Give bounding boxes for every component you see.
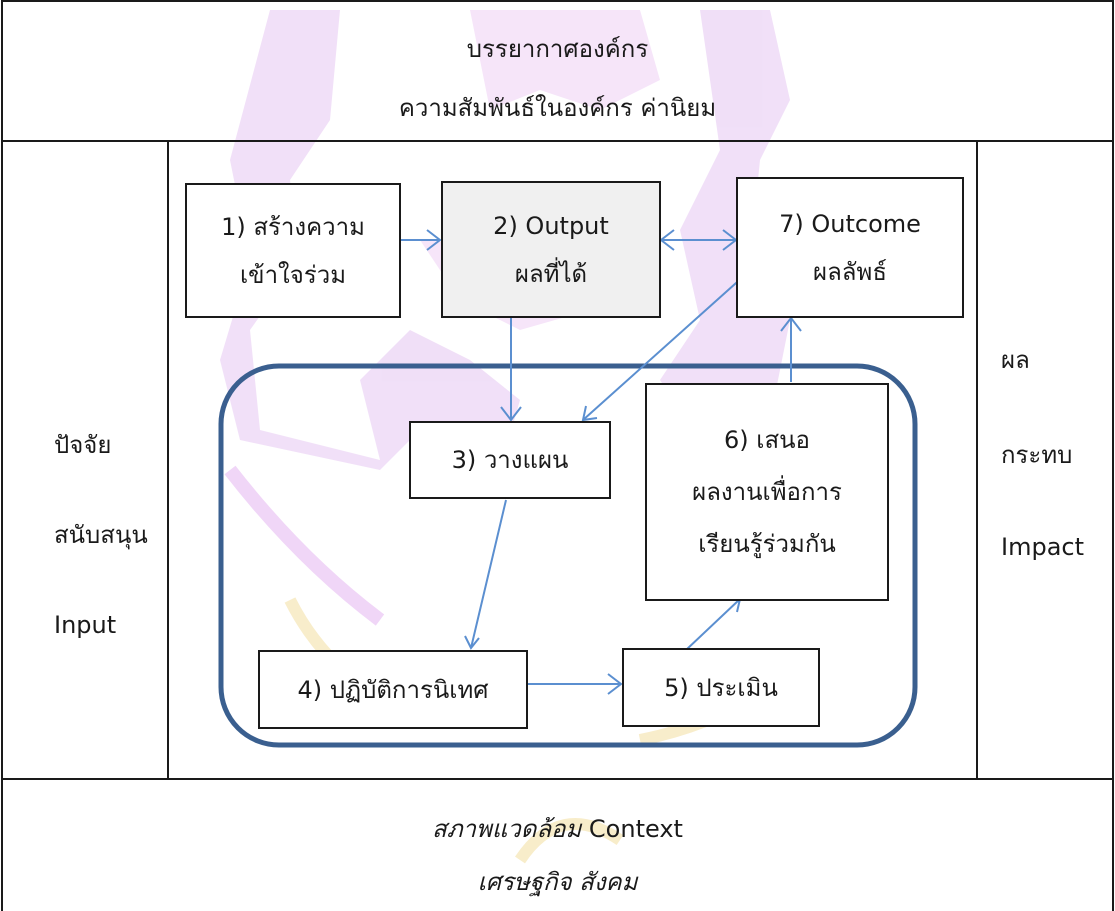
right-column-divider xyxy=(976,141,978,779)
left-label-2: สนับสนุน xyxy=(54,521,148,549)
step-6-label-1: 6) เสนอ xyxy=(724,426,810,454)
step-6-label-2: ผลงานเพื่อการ xyxy=(692,478,842,506)
step-7-box: 7) Outcome ผลลัพธ์ xyxy=(736,177,964,318)
left-label-1: ปัจจัย xyxy=(54,431,112,459)
left-column-divider xyxy=(167,141,169,779)
right-label-1: ผล xyxy=(1001,346,1030,374)
step-6-box: 6) เสนอ ผลงานเพื่อการ เรียนรู้ร่วมกัน xyxy=(645,383,889,601)
header-divider xyxy=(1,140,1114,142)
footer-divider xyxy=(1,778,1114,780)
right-label-3: Impact xyxy=(1001,533,1085,561)
step-1-label-1: 1) สร้างความ xyxy=(221,212,365,241)
step-4-label: 4) ปฏิบัติการนิเทศ xyxy=(297,675,489,704)
left-label-3: Input xyxy=(54,611,117,639)
step-5-label: 5) ประเมิน xyxy=(664,673,778,702)
step-4-box: 4) ปฏิบัติการนิเทศ xyxy=(258,650,528,729)
step-7-label-1: 7) Outcome xyxy=(779,209,921,238)
step-3-box: 3) วางแผน xyxy=(409,421,611,499)
step-5-box: 5) ประเมิน xyxy=(622,648,820,727)
step-1-box: 1) สร้างความ เข้าใจร่วม xyxy=(185,183,401,318)
footer-context-thai: สภาพแวดล้อม xyxy=(432,815,582,843)
step-2-label-2: ผลที่ได้ xyxy=(514,259,588,288)
footer-line-1: สภาพแวดล้อม Context xyxy=(1,814,1114,844)
step-6-label-3: เรียนรู้ร่วมกัน xyxy=(698,530,836,558)
header-line-2: ความสัมพันธ์ในองค์กร ค่านิยม xyxy=(398,94,717,122)
header-line-1: บรรยากาศองค์กร xyxy=(466,35,649,63)
step-7-label-2: ผลลัพธ์ xyxy=(813,257,887,286)
footer-line-2: เศรษฐกิจ สังคม xyxy=(477,868,638,896)
step-1-label-2: เข้าใจร่วม xyxy=(239,260,347,289)
step-3-label: 3) วางแผน xyxy=(451,446,569,474)
step-2-label-1: 2) Output xyxy=(493,211,609,240)
step-2-box: 2) Output ผลที่ได้ xyxy=(441,181,661,318)
footer-context-en: Context xyxy=(581,815,683,843)
right-label-2: กระทบ xyxy=(1001,441,1073,469)
